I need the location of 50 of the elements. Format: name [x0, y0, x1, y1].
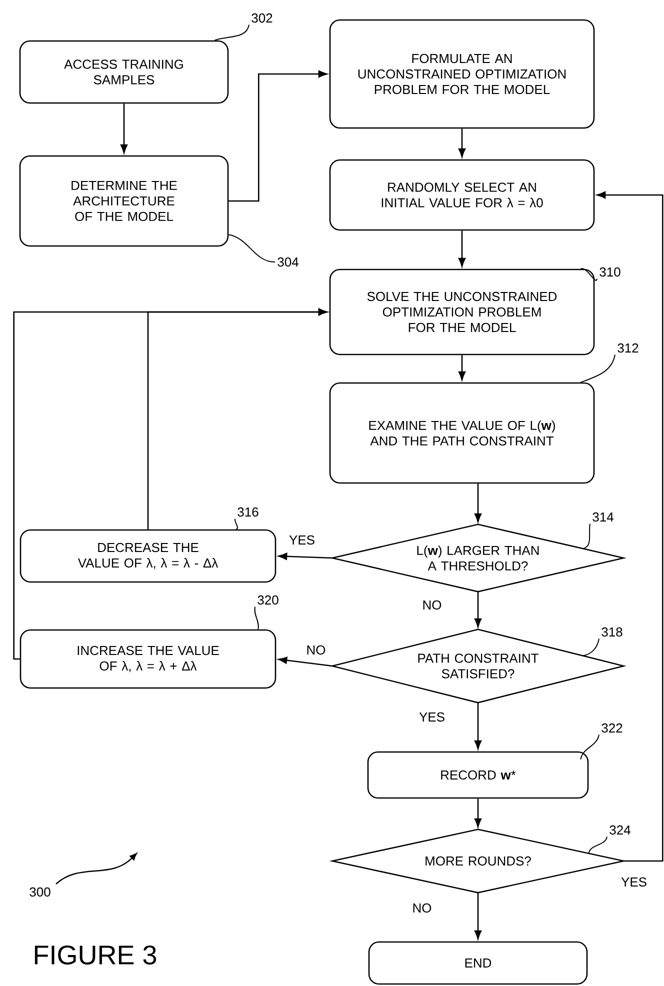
edge-label: NO	[421, 599, 443, 611]
reference-number: 310	[600, 267, 620, 277]
figure-number: 300	[30, 887, 50, 897]
leader-line	[580, 268, 598, 281]
process-box: RANDOMLY SELECT AN INITIAL VALUE FOR λ = λ0	[329, 159, 595, 231]
leader-line	[214, 24, 250, 41]
leader-line	[254, 606, 259, 630]
arrow	[458, 128, 466, 158]
arrow	[278, 552, 332, 560]
reference-number: 316	[238, 507, 258, 517]
arrow	[474, 484, 482, 522]
arrow	[120, 104, 128, 154]
terminal-box: END	[368, 941, 588, 985]
reference-number: 304	[278, 257, 298, 267]
process-box: INCREASE THE VALUE OF λ, λ = λ + Δλ	[20, 629, 276, 689]
arrow	[474, 892, 482, 940]
process-box: RECORD w*	[367, 751, 589, 799]
reference-number: 312	[618, 343, 638, 353]
leader-line	[580, 734, 600, 760]
arrow	[474, 592, 482, 628]
leader-line	[228, 234, 276, 262]
reference-number: 322	[602, 723, 622, 733]
arrow	[474, 798, 482, 828]
reference-number: 314	[592, 512, 614, 522]
arrow	[458, 355, 466, 380]
process-box: DETERMINE THE ARCHITECTURE OF THE MODEL	[19, 155, 229, 247]
process-box: FORMULATE AN UNCONSTRAINED OPTIMIZATION PROBLEM FOR THE MODEL	[329, 19, 595, 129]
leader-line	[580, 354, 616, 383]
reference-number: 302	[252, 13, 272, 23]
figure-title: FIGURE 3	[34, 945, 156, 965]
reference-number: 318	[602, 627, 622, 637]
leader-line	[582, 638, 600, 656]
reference-number: 320	[258, 595, 278, 605]
edge-label: YES	[418, 711, 446, 723]
edge-label: NO	[411, 902, 433, 914]
process-box: DECREASE THE VALUE OF λ, λ = λ - Δλ	[20, 529, 276, 583]
process-box: SOLVE THE UNCONSTRAINED OPTIMIZATION PROBLEM FOR THE MODEL	[329, 268, 595, 356]
process-box: EXAMINE THE VALUE OF L(w) AND THE PATH CONSTRAINT	[329, 382, 595, 484]
arrow	[596, 191, 664, 862]
edge-label: YES	[288, 534, 316, 546]
arrow	[278, 656, 332, 667]
leader-line	[588, 836, 608, 854]
edge-label: NO	[305, 644, 327, 656]
arrow	[13, 308, 328, 660]
leader-line	[234, 518, 238, 530]
process-box: ACCESS TRAINING SAMPLES	[19, 40, 229, 104]
leader-line	[582, 523, 590, 550]
arrow	[474, 702, 482, 750]
arrow	[228, 70, 328, 202]
arrow	[458, 230, 466, 267]
